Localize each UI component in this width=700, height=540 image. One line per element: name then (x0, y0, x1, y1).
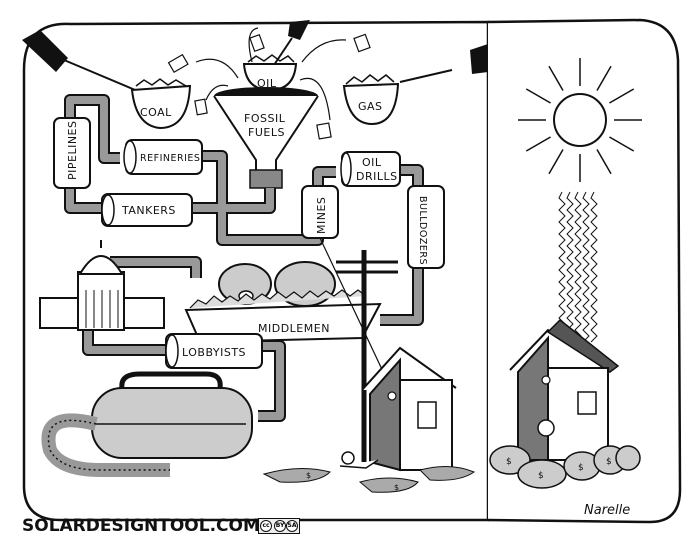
energy-wave (558, 191, 566, 343)
tank-tankers: TANKERS (101, 193, 193, 227)
tank-bulldozers: BULLDOZERS (407, 185, 445, 269)
sun-ray (609, 136, 635, 152)
cc-by-icon: BY (274, 520, 286, 532)
oil-label-tank: OIL (362, 156, 382, 169)
ground-money-puddles: $ $ (262, 466, 476, 493)
gas-shovel-handle (399, 69, 453, 83)
sun-ray (548, 65, 564, 91)
gas-label: GAS (358, 100, 383, 113)
bulldozers-label: BULLDOZERS (417, 196, 428, 265)
funnel-label-line1: FOSSIL (244, 112, 286, 125)
refineries-label: REFINERIES (140, 153, 200, 164)
sun-ray (525, 88, 551, 104)
crawling-man-icon (339, 451, 379, 469)
creative-commons-badge-icon: cc BY SA (258, 518, 300, 534)
pipe-network (66, 96, 422, 420)
sun-ray (609, 88, 635, 104)
dollar-sign: $ (578, 463, 584, 473)
tank-pipelines: PIPELINES (53, 117, 91, 189)
sun-icon (518, 58, 642, 182)
artist-signature: Narelle (584, 503, 630, 518)
lobbyists-label: LOBBYISTS (182, 346, 246, 359)
pipelines-label: PIPELINES (66, 121, 79, 181)
energy-wave (590, 191, 598, 343)
left-house-icon (361, 346, 457, 472)
solar-house-icon (509, 318, 620, 461)
dollar-sign: $ (506, 457, 512, 467)
tank-mines: MINES (301, 185, 339, 239)
sun-ray (548, 149, 564, 175)
oil-label: OIL (257, 77, 277, 90)
energy-wave (574, 191, 582, 343)
dollar-sign: $ (538, 471, 544, 481)
middlemen-label: MIDDLEMEN (258, 322, 330, 335)
money-arcs (195, 27, 347, 121)
sun-ray (596, 149, 612, 175)
dollar-sign: $ (606, 457, 612, 467)
cc-icon: cc (260, 520, 272, 532)
tankers-label: TANKERS (121, 204, 176, 217)
funnel-label-line2: FUELS (248, 126, 285, 139)
oil-arm-icon (288, 20, 310, 40)
mines-label: MINES (315, 197, 328, 234)
middlemen-trough: MIDDLEMEN (184, 289, 382, 344)
gas-bucket: GAS (342, 74, 400, 126)
money-bags: $ $ $ $ (489, 445, 641, 489)
sun-ray (525, 136, 551, 152)
vacuum-cleaner-icon (41, 371, 253, 477)
tank-oil-drills: OIL DRILLS (340, 151, 401, 187)
sun-ray (596, 65, 612, 91)
capitol-building-icon (39, 240, 165, 331)
coal-shovel-handle (63, 59, 141, 93)
dollar-sign: $ (394, 483, 399, 492)
energy-wave (566, 191, 574, 343)
coal-bucket: COAL (130, 78, 192, 130)
drills-label: DRILLS (356, 170, 398, 183)
energy-wave (582, 191, 590, 343)
tank-lobbyists: LOBBYISTS (165, 333, 263, 369)
site-credit: SOLARDESIGNTOOL.COM (22, 516, 260, 536)
coal-arm-icon (22, 30, 68, 72)
coal-label: COAL (140, 106, 172, 119)
tank-refineries: REFINERIES (123, 139, 203, 175)
sun-energy-waves (558, 191, 598, 343)
fossil-fuels-funnel: FOSSIL FUELS (213, 87, 319, 189)
dollar-sign: $ (306, 471, 311, 480)
cc-sa-icon: SA (286, 520, 298, 532)
gas-arm-icon (470, 44, 488, 74)
flying-bills (167, 33, 371, 140)
